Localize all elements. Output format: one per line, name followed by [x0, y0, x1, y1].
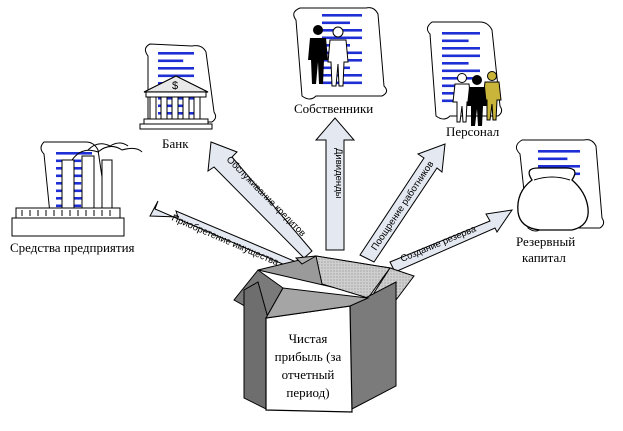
document-line	[158, 67, 194, 70]
document-line	[442, 69, 480, 73]
document-line	[442, 47, 480, 50]
document-line	[158, 104, 184, 108]
open-box-icon: Чистая прибыль (за отчетный период)	[233, 255, 415, 413]
document-line	[56, 152, 92, 155]
label-reserve-1: Резервный	[516, 234, 575, 249]
arrow-label-bank: Обслуживание кредитов	[224, 154, 308, 239]
factory-icon	[11, 142, 143, 237]
arrow-reserve: Создание резерва	[389, 209, 514, 273]
label-reserve-2: капитал	[522, 250, 566, 265]
center-line-4: период)	[286, 385, 329, 400]
arrow-label-reserve: Создание резерва	[399, 223, 479, 265]
document-line	[442, 54, 480, 58]
label-personnel: Персонал	[446, 124, 500, 139]
center-line-2: прибыль (за	[275, 349, 342, 364]
document-line	[538, 165, 580, 168]
document-line	[322, 14, 362, 17]
personnel-people-icon	[452, 71, 502, 126]
svg-text:$: $	[172, 80, 178, 92]
document-line	[322, 21, 350, 25]
document-line	[322, 36, 362, 40]
document-line	[158, 52, 194, 55]
document-line	[442, 32, 480, 35]
arrow-label-enterprise: Приобретение имущества	[170, 213, 281, 269]
document-line	[538, 157, 568, 161]
owners-people-icon	[308, 25, 349, 87]
document-line	[158, 59, 184, 63]
arrow-label-owners: Дивиденды	[333, 148, 344, 199]
center-line-1: Чистая	[289, 331, 328, 346]
label-enterprise: Средства предприятия	[10, 240, 135, 255]
center-line-3: отчетный	[282, 367, 335, 382]
label-bank: Банк	[162, 136, 189, 151]
bank-building-icon: $	[139, 75, 213, 130]
document-line	[442, 39, 469, 43]
arrow-owners: Дивиденды	[314, 117, 356, 251]
arrow-label-personnel: Поощрение работников	[369, 159, 436, 252]
money-bag-icon	[517, 167, 589, 231]
document-line	[538, 150, 580, 153]
document-line	[442, 62, 469, 65]
label-owners: Собственники	[294, 101, 373, 116]
